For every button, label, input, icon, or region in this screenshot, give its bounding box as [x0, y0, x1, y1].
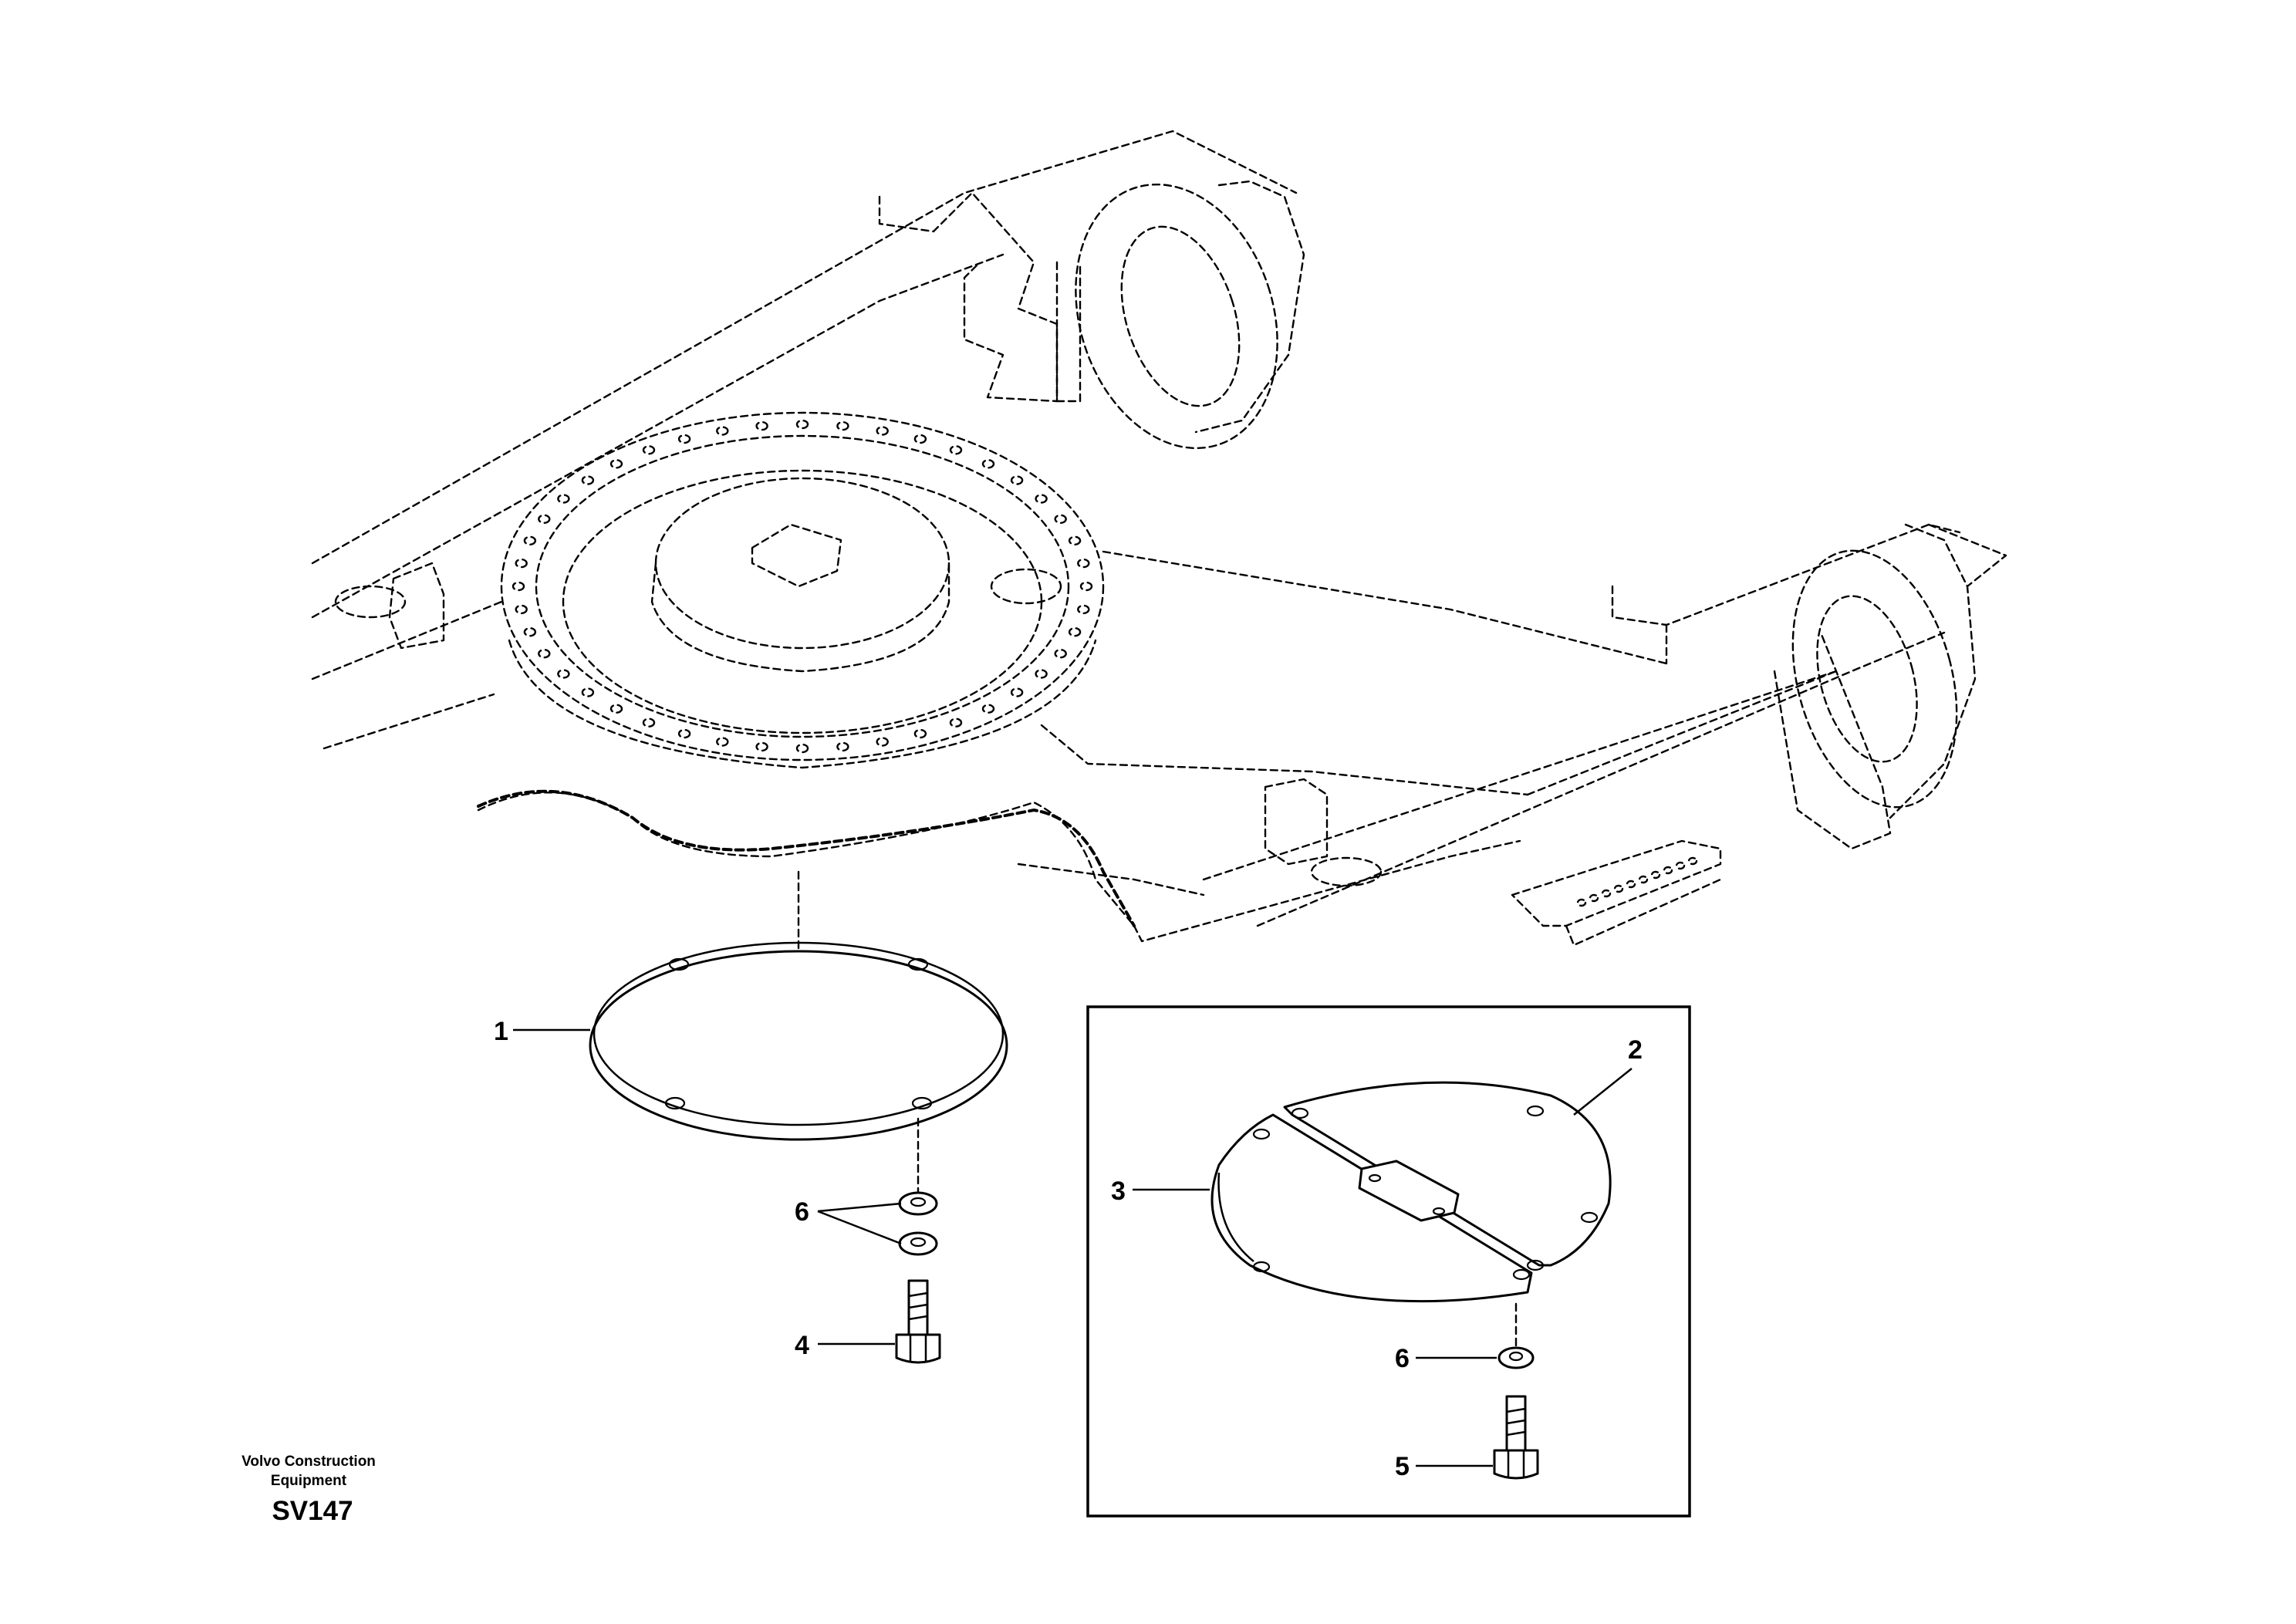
callout-3: 3 [1111, 1177, 1126, 1206]
step-bracket-holes [1576, 856, 1698, 907]
joint-plate[interactable] [1358, 1160, 1460, 1222]
bearing-hole [581, 687, 595, 697]
callouts-main: 1 6 4 [494, 1017, 902, 1360]
bearing-hole [538, 649, 551, 659]
step-hole [1589, 893, 1599, 903]
bearing-hole [981, 459, 995, 469]
step-hole [1675, 861, 1686, 870]
bearing-hole [1035, 669, 1048, 679]
callout-2: 2 [1628, 1035, 1643, 1065]
step-hole [1650, 870, 1661, 880]
drawing-credit: Volvo Construction Equipment SV147 [241, 1453, 376, 1526]
callout-1: 1 [494, 1017, 508, 1046]
bearing-hole [515, 604, 528, 615]
bearing-hole [677, 434, 691, 444]
bearing-hole [523, 535, 537, 545]
bearing-hole [609, 459, 623, 469]
bearing-hole [677, 728, 691, 739]
bearing-hole [523, 627, 537, 637]
bearing-hole [581, 475, 595, 485]
callout-6-inset: 6 [1395, 1344, 1410, 1373]
step-hole [1687, 856, 1698, 866]
cover-plate[interactable] [589, 941, 1008, 1141]
bearing-hole [795, 743, 809, 754]
bearing-hole [1079, 581, 1093, 592]
bearing-hole [1010, 687, 1024, 697]
bearing-hole [1010, 475, 1024, 485]
bearing-hole [716, 737, 729, 747]
washer-inset[interactable] [1497, 1346, 1535, 1369]
bearing-hole [836, 420, 849, 431]
callout-6: 6 [795, 1197, 809, 1227]
step-hole [1613, 884, 1624, 893]
exploded-parts-main [589, 870, 1008, 1364]
bearing-hole [913, 728, 927, 739]
bearing-hole [1068, 535, 1082, 545]
drawing-code: SV147 [272, 1496, 353, 1526]
bearing-hole [755, 420, 768, 431]
bolt-5[interactable] [1493, 1395, 1539, 1480]
washer-lower[interactable] [898, 1231, 938, 1256]
bearing-hole [876, 426, 889, 436]
bearing-hole [949, 445, 963, 455]
bearing-hole [557, 669, 570, 679]
bearing-hole [1035, 494, 1048, 504]
bearing-hole [949, 717, 963, 728]
bearing-hole [515, 558, 528, 569]
undercarriage-frame-outline [311, 130, 2007, 947]
split-cover-half-2[interactable] [1283, 1081, 1612, 1271]
bearing-hole [716, 426, 729, 436]
credit-line-2: Equipment [271, 1473, 347, 1489]
step-hole [1576, 898, 1587, 907]
credit-line-1: Volvo Construction [241, 1453, 376, 1470]
bearing-hole [1077, 604, 1090, 615]
bearing-hole [876, 737, 889, 747]
bolt-4[interactable] [895, 1279, 941, 1364]
bearing-hole [1054, 514, 1067, 524]
callout-4: 4 [795, 1331, 809, 1360]
step-hole [1638, 875, 1649, 884]
bearing-hole [642, 445, 656, 455]
bearing-hole [538, 514, 551, 524]
bearing-hole [755, 741, 768, 752]
step-hole [1626, 880, 1636, 889]
bearing-hole [609, 704, 623, 714]
bearing-hole [1077, 558, 1090, 569]
bearing-hole [836, 741, 849, 752]
step-hole [1601, 889, 1612, 898]
bearing-bolt-holes [512, 419, 1093, 754]
bearing-hole [913, 434, 927, 444]
bearing-hole [1068, 627, 1082, 637]
callout-5: 5 [1395, 1452, 1410, 1481]
bearing-hole [642, 717, 656, 728]
bearing-hole [557, 494, 570, 504]
bearing-hole [512, 581, 525, 592]
split-cover-half-3[interactable] [1210, 1113, 1533, 1303]
bearing-hole [795, 419, 809, 430]
inset-detail-box: 2 3 6 5 [1086, 1005, 1691, 1518]
washer-upper[interactable] [898, 1191, 938, 1216]
step-hole [1663, 866, 1673, 875]
bearing-hole [981, 704, 995, 714]
bearing-hole [1054, 649, 1067, 659]
